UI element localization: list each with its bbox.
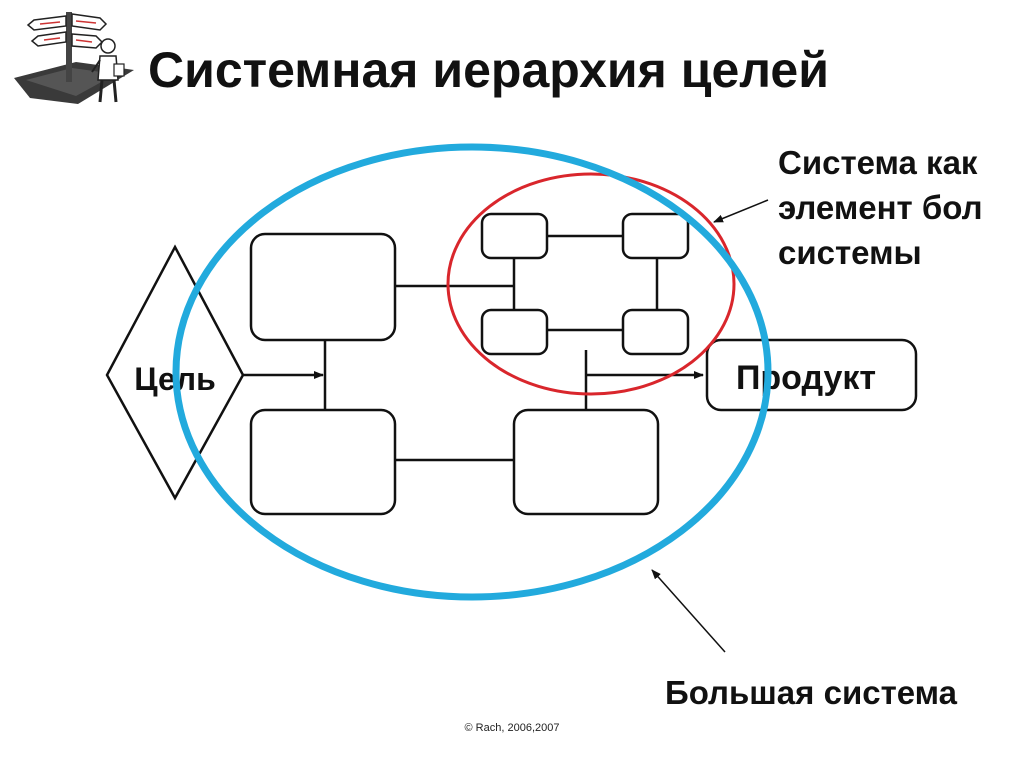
subsystem-annotation-line: элемент бол <box>778 189 983 226</box>
big-system-annotation: Большая система <box>665 674 957 711</box>
subsystem-box-2 <box>621 212 690 260</box>
product-label: Продукт <box>736 359 876 397</box>
big-system-ellipse <box>172 143 772 601</box>
subsystem-box-4 <box>621 308 690 356</box>
subsystem-annotation: Система как элемент бол системы <box>778 140 1024 275</box>
element-box-bottom-right <box>512 408 660 516</box>
big-system-pointer-arrow <box>651 569 726 653</box>
subsystem-ellipse <box>446 172 736 396</box>
element-box-top-left <box>249 232 397 342</box>
signpost-person-clipart-icon <box>14 12 134 104</box>
page-title: Системная иерархия целей <box>148 42 829 98</box>
subsystem-pointer-arrow <box>713 199 769 223</box>
product-box <box>705 338 918 412</box>
copyright-footer: © Rach, 2006,2007 <box>464 722 560 734</box>
subsystem-annotation-line: Система как <box>778 144 978 181</box>
element-box-bottom-left <box>249 408 397 516</box>
subsystem-annotation-line: системы <box>778 234 922 271</box>
connector-lines <box>323 234 659 462</box>
subsystem-box-3 <box>480 308 549 356</box>
subsystem-box-1 <box>480 212 549 260</box>
